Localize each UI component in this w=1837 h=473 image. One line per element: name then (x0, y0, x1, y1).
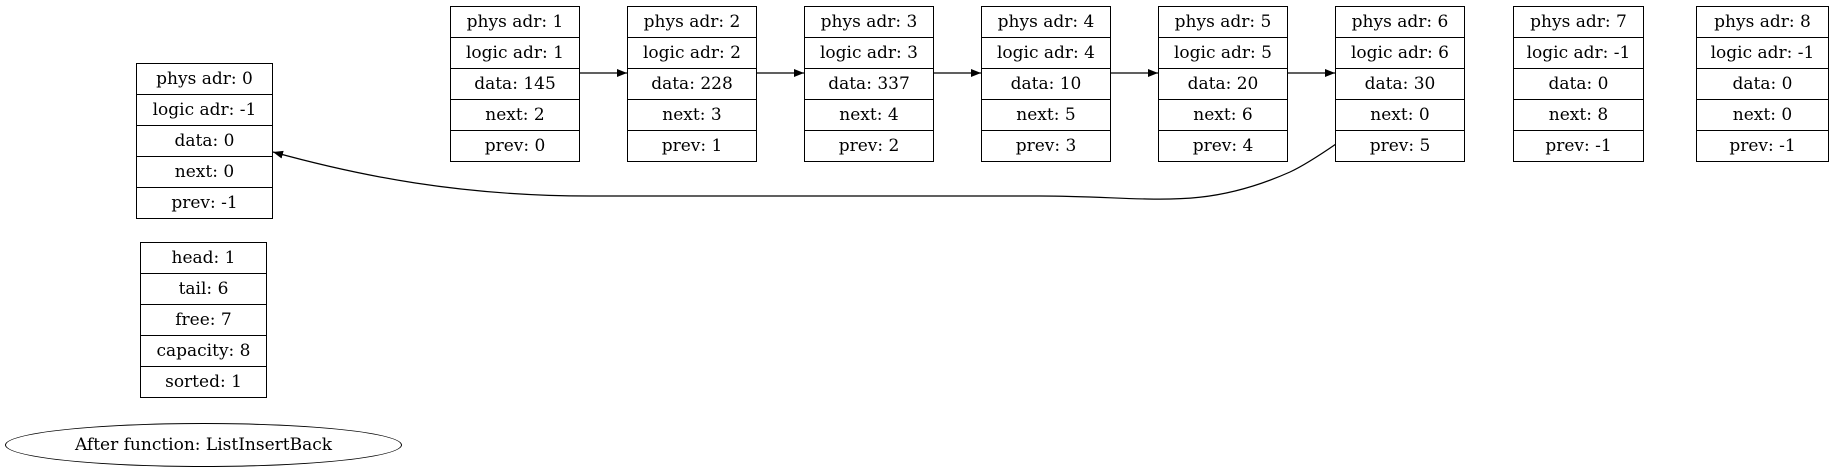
next-pointer: next: 3 (628, 99, 756, 130)
next-pointer: next: 0 (137, 156, 272, 187)
prev-pointer: prev: 1 (628, 130, 756, 161)
data-value: data: 10 (982, 68, 1110, 99)
head-value: head: 1 (171, 248, 236, 268)
phys-address: phys adr: 0 (156, 69, 253, 89)
data-value: data: 337 (805, 68, 933, 99)
logic-address: logic adr: -1 (1514, 37, 1643, 68)
data-value: data: 0 (137, 125, 272, 156)
next-pointer: next: 0 (1697, 99, 1828, 130)
prev-pointer: prev: 2 (805, 130, 933, 161)
prev-pointer: prev: -1 (1514, 130, 1643, 161)
phys-address: phys adr: 1 (466, 12, 564, 32)
list-node: phys adr: 4 logic adr: 4 data: 10 next: … (981, 6, 1111, 162)
list-node: phys adr: 6 logic adr: 6 data: 30 next: … (1335, 6, 1465, 162)
caption-ellipse: After function: ListInsertBack (5, 423, 402, 467)
caption-label: After function: ListInsertBack (74, 435, 333, 455)
next-pointer: next: 6 (1159, 99, 1287, 130)
sorted-value: sorted: 1 (141, 366, 266, 397)
free-value: free: 7 (141, 304, 266, 335)
data-value: data: 30 (1336, 68, 1464, 99)
phys-address: phys adr: 8 (1714, 12, 1811, 32)
logic-address: logic adr: 5 (1159, 37, 1287, 68)
logic-address: logic adr: -1 (137, 94, 272, 125)
list-node: phys adr: 1 logic adr: 1 data: 145 next:… (450, 6, 580, 162)
list-node: phys adr: 5 logic adr: 5 data: 20 next: … (1158, 6, 1288, 162)
list-node: phys adr: 0 logic adr: -1 data: 0 next: … (136, 63, 273, 219)
phys-address: phys adr: 2 (643, 12, 741, 32)
next-pointer: next: 2 (451, 99, 579, 130)
list-node: phys adr: 7 logic adr: -1 data: 0 next: … (1513, 6, 1644, 162)
phys-address: phys adr: 4 (997, 12, 1095, 32)
prev-pointer: prev: 0 (451, 130, 579, 161)
list-node: phys adr: 2 logic adr: 2 data: 228 next:… (627, 6, 757, 162)
data-value: data: 0 (1514, 68, 1643, 99)
logic-address: logic adr: 3 (805, 37, 933, 68)
prev-pointer: prev: -1 (1697, 130, 1828, 161)
logic-address: logic adr: 2 (628, 37, 756, 68)
data-value: data: 0 (1697, 68, 1828, 99)
list-node: phys adr: 3 logic adr: 3 data: 337 next:… (804, 6, 934, 162)
logic-address: logic adr: 6 (1336, 37, 1464, 68)
phys-address: phys adr: 7 (1530, 12, 1627, 32)
prev-pointer: prev: -1 (137, 187, 272, 218)
phys-address: phys adr: 6 (1351, 12, 1449, 32)
data-value: data: 228 (628, 68, 756, 99)
prev-pointer: prev: 4 (1159, 130, 1287, 161)
next-pointer: next: 4 (805, 99, 933, 130)
tail-value: tail: 6 (141, 273, 266, 304)
next-pointer: next: 0 (1336, 99, 1464, 130)
next-pointer: next: 5 (982, 99, 1110, 130)
capacity-value: capacity: 8 (141, 335, 266, 366)
list-info-box: head: 1 tail: 6 free: 7 capacity: 8 sort… (140, 242, 267, 398)
phys-address: phys adr: 3 (820, 12, 918, 32)
prev-pointer: prev: 3 (982, 130, 1110, 161)
list-node: phys adr: 8 logic adr: -1 data: 0 next: … (1696, 6, 1829, 162)
logic-address: logic adr: 4 (982, 37, 1110, 68)
next-pointer: next: 8 (1514, 99, 1643, 130)
data-value: data: 20 (1159, 68, 1287, 99)
data-value: data: 145 (451, 68, 579, 99)
logic-address: logic adr: 1 (451, 37, 579, 68)
logic-address: logic adr: -1 (1697, 37, 1828, 68)
phys-address: phys adr: 5 (1174, 12, 1272, 32)
prev-pointer: prev: 5 (1336, 130, 1464, 161)
